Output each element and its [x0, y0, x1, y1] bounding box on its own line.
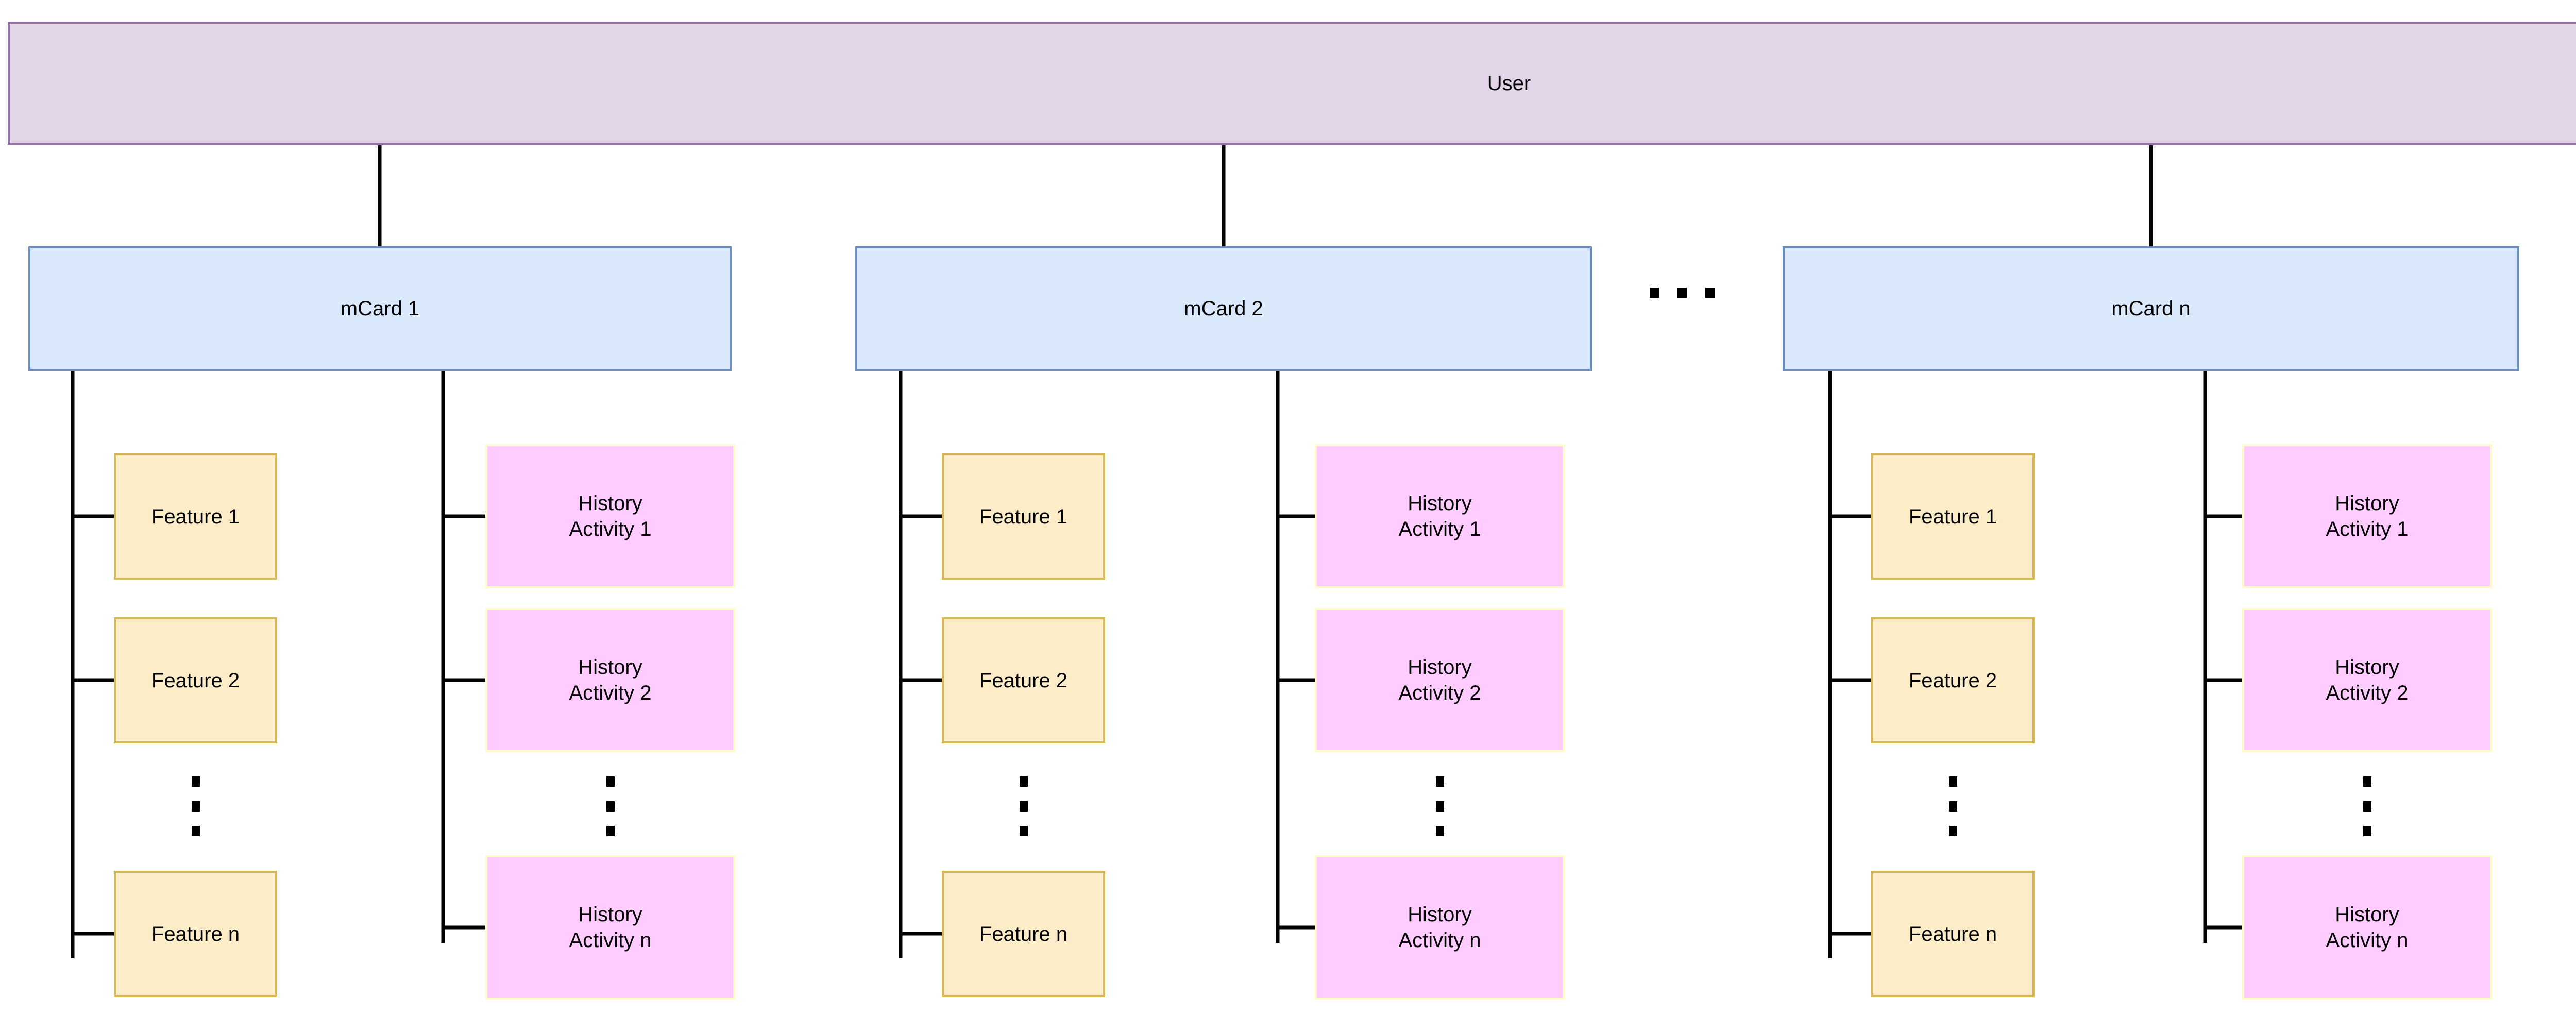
ellipsis-dot [1020, 826, 1028, 836]
node-mcard-2-feature-2[interactable]: Feature 2 [942, 617, 1105, 743]
node-user-label: User [1487, 72, 1531, 95]
node-mcard-n-feature-1[interactable]: Feature 1 [1871, 453, 2035, 580]
node-mcard-1-history-n[interactable]: History Activity n [485, 855, 735, 1000]
node-mcard-n-feature-2[interactable]: Feature 2 [1871, 617, 2035, 743]
node-label: History Activity n [2326, 903, 2409, 952]
node-label: Feature n [979, 922, 1068, 945]
node-mcard-1[interactable]: mCard 1 [28, 246, 732, 371]
ellipsis-dot [1705, 288, 1715, 298]
node-mcard-2-history-2[interactable]: History Activity 2 [1315, 608, 1565, 752]
node-mcard-2-label: mCard 2 [1184, 297, 1263, 320]
ellipsis-dot [1436, 826, 1444, 836]
ellipsis-mcard-2-features [1015, 775, 1032, 837]
ellipsis-dot [1677, 288, 1687, 298]
ellipsis-mcard-1-histories [602, 775, 619, 837]
node-user[interactable]: User [8, 22, 2576, 145]
node-mcard-n-history-1[interactable]: History Activity 1 [2242, 444, 2492, 588]
node-mcard-2-feature-n[interactable]: Feature n [942, 871, 1105, 997]
ellipsis-dot [192, 776, 200, 787]
node-label: Feature n [151, 922, 240, 945]
node-mcard-1-history-1[interactable]: History Activity 1 [485, 444, 735, 588]
node-mcard-2-history-1[interactable]: History Activity 1 [1315, 444, 1565, 588]
ellipsis-mcard-2-histories [1431, 775, 1449, 837]
ellipsis-dot [606, 801, 615, 812]
node-label: History Activity 2 [2326, 656, 2409, 704]
ellipsis-dot [1020, 801, 1028, 812]
node-mcard-1-history-2[interactable]: History Activity 2 [485, 608, 735, 752]
node-mcard-1-feature-2[interactable]: Feature 2 [114, 617, 277, 743]
node-label: Feature n [1908, 922, 1997, 945]
ellipsis-dot [2363, 776, 2371, 787]
node-label: History Activity 2 [1398, 656, 1481, 704]
node-mcard-n-feature-n[interactable]: Feature n [1871, 871, 2035, 997]
node-mcard-2-feature-1[interactable]: Feature 1 [942, 453, 1105, 580]
ellipsis-mcards [1641, 282, 1723, 303]
node-label: Feature 2 [151, 669, 240, 692]
node-mcard-n-history-n[interactable]: History Activity n [2242, 855, 2492, 1000]
node-label: History Activity 1 [2326, 492, 2409, 540]
ellipsis-dot [1949, 826, 1957, 836]
node-mcard-1-label: mCard 1 [340, 297, 420, 320]
node-mcard-2-history-n[interactable]: History Activity n [1315, 855, 1565, 1000]
node-label: Feature 1 [1908, 505, 1997, 528]
node-label: History Activity 1 [1398, 492, 1481, 540]
ellipsis-dot [2363, 801, 2371, 812]
node-label: Feature 1 [151, 505, 240, 528]
ellipsis-dot [1949, 801, 1957, 812]
node-mcard-n-label: mCard n [2111, 297, 2191, 320]
node-mcard-n-history-2[interactable]: History Activity 2 [2242, 608, 2492, 752]
node-label: Feature 2 [979, 669, 1068, 692]
ellipsis-dot [192, 826, 200, 836]
ellipsis-dot [606, 776, 615, 787]
ellipsis-dot [606, 826, 615, 836]
node-label: History Activity n [1398, 903, 1481, 952]
node-label: History Activity n [569, 903, 652, 952]
node-label: History Activity 2 [569, 656, 652, 704]
ellipsis-mcard-n-features [1944, 775, 1962, 837]
ellipsis-dot [1650, 288, 1659, 298]
ellipsis-mcard-1-features [187, 775, 205, 837]
ellipsis-dot [2363, 826, 2371, 836]
ellipsis-dot [1949, 776, 1957, 787]
ellipsis-mcard-n-histories [2359, 775, 2376, 837]
ellipsis-dot [1436, 776, 1444, 787]
node-mcard-2[interactable]: mCard 2 [855, 246, 1592, 371]
ellipsis-dot [1436, 801, 1444, 812]
node-mcard-n[interactable]: mCard n [1783, 246, 2519, 371]
ellipsis-dot [192, 801, 200, 812]
node-label: Feature 1 [979, 505, 1068, 528]
node-mcard-1-feature-n[interactable]: Feature n [114, 871, 277, 997]
node-label: History Activity 1 [569, 492, 652, 540]
node-label: Feature 2 [1908, 669, 1997, 692]
ellipsis-dot [1020, 776, 1028, 787]
node-mcard-1-feature-1[interactable]: Feature 1 [114, 453, 277, 580]
